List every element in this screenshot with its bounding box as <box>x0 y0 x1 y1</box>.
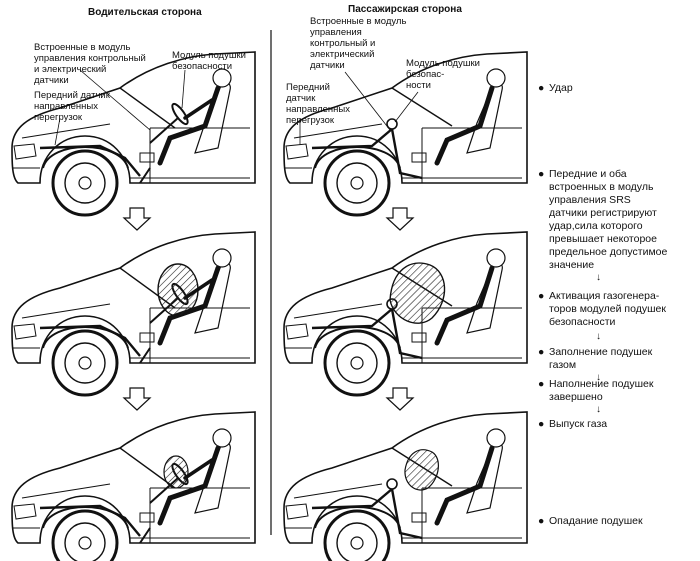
step-text: торов модулей подушек <box>549 303 666 315</box>
car-driver-inflating <box>12 232 255 395</box>
bullet-icon: ● <box>538 290 545 302</box>
airbag-passenger-full <box>389 262 446 324</box>
step-text: значение <box>549 259 595 271</box>
label-line: Передний <box>286 82 330 93</box>
label-line: Встроенные в модуль <box>310 16 407 27</box>
flow-arrow-passenger-2 <box>385 387 415 411</box>
label-line: Встроенные в модуль <box>34 42 131 53</box>
label-line: направленных <box>34 101 98 112</box>
step-text: встроенных в модуль <box>549 181 654 193</box>
down-arrow-icon: ↓ <box>596 331 601 342</box>
airbag-driver-deflated <box>163 455 189 489</box>
leader-driver-airbag <box>181 69 186 109</box>
step-text: превышает некоторое <box>549 233 657 245</box>
step-text: Опадание подушек <box>549 515 643 527</box>
leader-driver-module <box>79 69 151 131</box>
label-line: перегрузок <box>34 112 83 123</box>
label-line: управления <box>310 27 362 38</box>
step-filling-complete: ● Наполнение подушек завершено <box>538 378 653 404</box>
driver-side-header: Водительская сторона <box>88 7 202 18</box>
leader-passenger-module <box>344 71 391 131</box>
bullet-icon: ● <box>538 346 545 358</box>
down-arrow-icon: ↓ <box>596 372 601 383</box>
flow-arrow-driver-1 <box>122 207 152 231</box>
step-text: безопасности <box>549 316 616 328</box>
step-text: завершено <box>549 391 603 403</box>
label-passenger-module-sensors: Встроенные в модуль управления контрольн… <box>310 16 406 71</box>
label-driver-airbag-module: Модуль подушки безопасности <box>172 50 246 72</box>
airbag-passenger-deflated <box>404 449 439 491</box>
label-line: контрольный и <box>310 38 376 49</box>
step-text: предельное допустимое <box>549 246 668 258</box>
step-text: Выпуск газа <box>549 418 608 430</box>
step-gas-release: ● Выпуск газа <box>538 418 607 431</box>
step-filling-gas: ● Заполнение подушек газом <box>538 346 652 372</box>
label-passenger-airbag-module: Модуль подушки безопас- ности <box>406 58 480 91</box>
step-text: Заполнение подушек <box>549 346 653 358</box>
bullet-icon: ● <box>538 418 545 430</box>
label-driver-front-sensor: Передний датчик направленных перегрузок <box>34 90 110 123</box>
down-arrow-icon: ↓ <box>596 272 601 283</box>
car-driver-deflating <box>12 412 255 561</box>
label-line: датчики <box>310 60 345 71</box>
label-line: датчик <box>286 93 316 104</box>
down-arrow-icon: ↓ <box>596 404 601 415</box>
label-line: безопасности <box>172 61 233 72</box>
step-deflation: ● Опадание подушек <box>538 515 643 528</box>
step-text: управления SRS <box>549 194 631 206</box>
step-text: Активация газогенера- <box>549 290 660 302</box>
label-line: направленных <box>286 104 350 115</box>
label-line: ности <box>406 80 431 91</box>
label-line: датчики <box>34 75 69 86</box>
bullet-icon: ● <box>538 82 545 94</box>
label-passenger-front-sensor: Передний датчик направленных перегрузок <box>286 82 350 126</box>
label-line: Модуль подушки <box>406 58 480 69</box>
step-text: удар,сила которого <box>549 220 643 232</box>
label-line: электрический <box>310 49 375 60</box>
step-impact: ● Удар <box>538 82 573 95</box>
label-line: Модуль подушки <box>172 50 246 61</box>
label-line: Передний датчик <box>34 90 110 101</box>
bullet-icon: ● <box>538 378 545 390</box>
step-text: Наполнение подушек <box>549 378 654 390</box>
bullet-icon: ● <box>538 515 545 527</box>
bullet-icon: ● <box>538 168 545 180</box>
label-line: управления контрольный <box>34 53 146 64</box>
step-sensors-detect: ● Передние и оба встроенных в модуль упр… <box>538 168 667 272</box>
label-line: безопас- <box>406 69 445 80</box>
leader-passenger-airbag <box>394 91 419 123</box>
passenger-side-header: Пассажирская сторона <box>348 4 462 15</box>
label-driver-module-sensors: Встроенные в модуль управления контрольн… <box>34 42 146 86</box>
label-line: и электрический <box>34 64 107 75</box>
flow-arrow-driver-2 <box>122 387 152 411</box>
step-text: Удар <box>549 82 573 94</box>
car-passenger-deflating <box>284 412 527 561</box>
label-line: перегрузок <box>286 115 335 126</box>
flow-arrow-passenger-1 <box>385 207 415 231</box>
step-text: датчики регистрируют <box>549 207 657 219</box>
step-text: газом <box>549 359 577 371</box>
leader-driver-front-sensor <box>54 117 61 146</box>
step-inflator-activation: ● Активация газогенера- торов модулей по… <box>538 290 666 329</box>
step-text: Передние и оба <box>549 168 627 180</box>
airbag-driver-full <box>157 263 199 317</box>
